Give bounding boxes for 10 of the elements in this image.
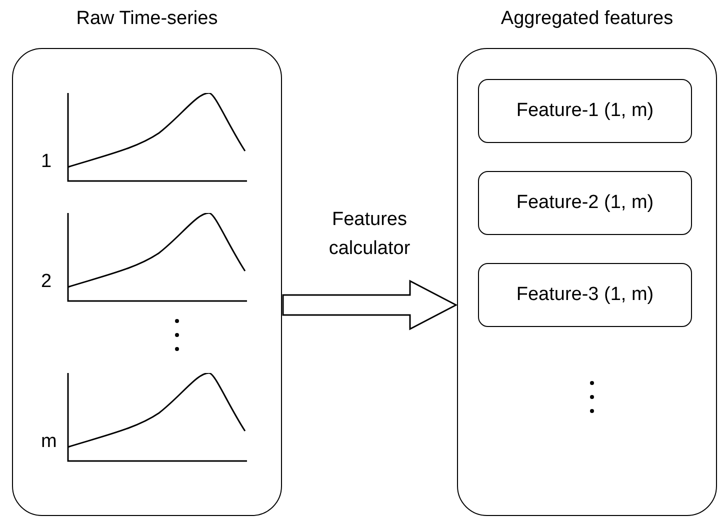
row-label: m — [41, 431, 57, 453]
feature-box: Feature-3 (1, m) — [478, 263, 692, 327]
row-label: 2 — [41, 271, 52, 293]
panel-heading: Raw Time-series — [75, 8, 219, 30]
edge-label: Features calculator — [328, 208, 412, 261]
feature-box: Feature-2 (1, m) — [478, 171, 692, 235]
panel-heading: Aggregated features — [500, 8, 674, 30]
row-label: 1 — [41, 151, 52, 173]
feature-box: Feature-1 (1, m) — [478, 79, 692, 143]
block-arrow — [282, 280, 458, 330]
